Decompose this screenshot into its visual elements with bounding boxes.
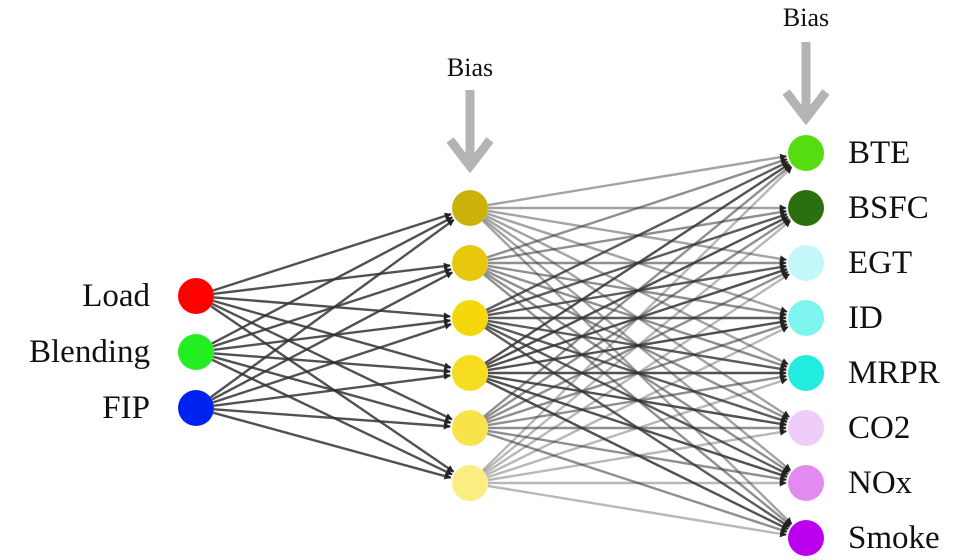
output-node-4 <box>788 355 824 391</box>
output-bias-label: Bias <box>783 3 829 32</box>
hidden-bias: Bias <box>446 53 494 174</box>
connection-hidden-5-output-1 <box>483 219 792 473</box>
output-node-6 <box>788 465 824 501</box>
connection-hidden-5-output-7 <box>487 484 787 538</box>
output-label-5: CO2 <box>848 410 910 446</box>
connection-input-2-hidden-4 <box>213 408 451 430</box>
output-node-5 <box>788 410 824 446</box>
output-label-7: Smoke <box>848 520 940 556</box>
hidden-output-connections <box>481 153 793 538</box>
connection-hidden-5-output-2 <box>484 272 790 475</box>
connection-hidden-4-output-4 <box>487 373 787 427</box>
connection-hidden-4-output-7 <box>486 432 788 534</box>
output-bias-arrow-icon <box>782 42 830 126</box>
connection-input-2-hidden-3 <box>213 372 451 407</box>
input-node-1 <box>178 334 214 370</box>
hidden-node-4 <box>452 410 488 446</box>
output-label-3: ID <box>848 300 883 336</box>
connection-hidden-4-output-1 <box>484 217 790 420</box>
output-node-1 <box>788 190 824 226</box>
connection-hidden-5-output-0 <box>481 166 793 472</box>
nodes <box>178 135 824 556</box>
hidden-bias-label: Bias <box>447 53 493 82</box>
connection-input-2-hidden-1 <box>211 271 453 401</box>
connection-hidden-2-output-0 <box>485 160 789 312</box>
output-node-3 <box>788 300 824 336</box>
connection-input-2-hidden-2 <box>212 322 452 404</box>
connection-hidden-1-output-0 <box>486 157 788 259</box>
connection-hidden-5-output-4 <box>486 377 788 479</box>
connection-hidden-5-output-3 <box>485 325 789 477</box>
connection-hidden-0-output-0 <box>487 153 787 207</box>
connection-hidden-4-output-2 <box>485 270 789 422</box>
hidden-bias-arrow-icon <box>446 90 494 174</box>
hidden-node-3 <box>452 355 488 391</box>
output-node-2 <box>788 245 824 281</box>
connection-hidden-5-output-5 <box>487 428 787 482</box>
output-label-4: MRPR <box>848 355 940 391</box>
input-hidden-connections <box>209 212 455 480</box>
input-node-2 <box>178 390 214 426</box>
connection-hidden-4-output-0 <box>483 164 792 418</box>
input-label-2: FIP <box>102 390 150 426</box>
hidden-node-2 <box>452 300 488 336</box>
input-node-0 <box>178 278 214 314</box>
connection-input-0-hidden-0 <box>212 212 452 292</box>
output-label-6: NOx <box>848 465 913 501</box>
output-bias: Bias <box>782 3 830 126</box>
output-label-1: BSFC <box>848 190 929 226</box>
output-node-0 <box>788 135 824 171</box>
hidden-node-1 <box>452 245 488 281</box>
connection-input-2-hidden-5 <box>213 411 452 480</box>
connection-hidden-3-output-0 <box>484 162 790 365</box>
output-label-2: EGT <box>848 245 912 281</box>
output-label-0: BTE <box>848 135 910 171</box>
input-label-1: Blending <box>29 334 150 370</box>
connection-hidden-4-output-3 <box>486 322 788 424</box>
connection-input-2-hidden-0 <box>209 218 455 399</box>
connection-hidden-4-output-6 <box>487 429 787 483</box>
hidden-node-5 <box>452 465 488 501</box>
input-label-0: Load <box>82 278 150 314</box>
output-node-7 <box>788 520 824 556</box>
hidden-node-0 <box>452 190 488 226</box>
connection-input-1-hidden-0 <box>211 216 453 345</box>
